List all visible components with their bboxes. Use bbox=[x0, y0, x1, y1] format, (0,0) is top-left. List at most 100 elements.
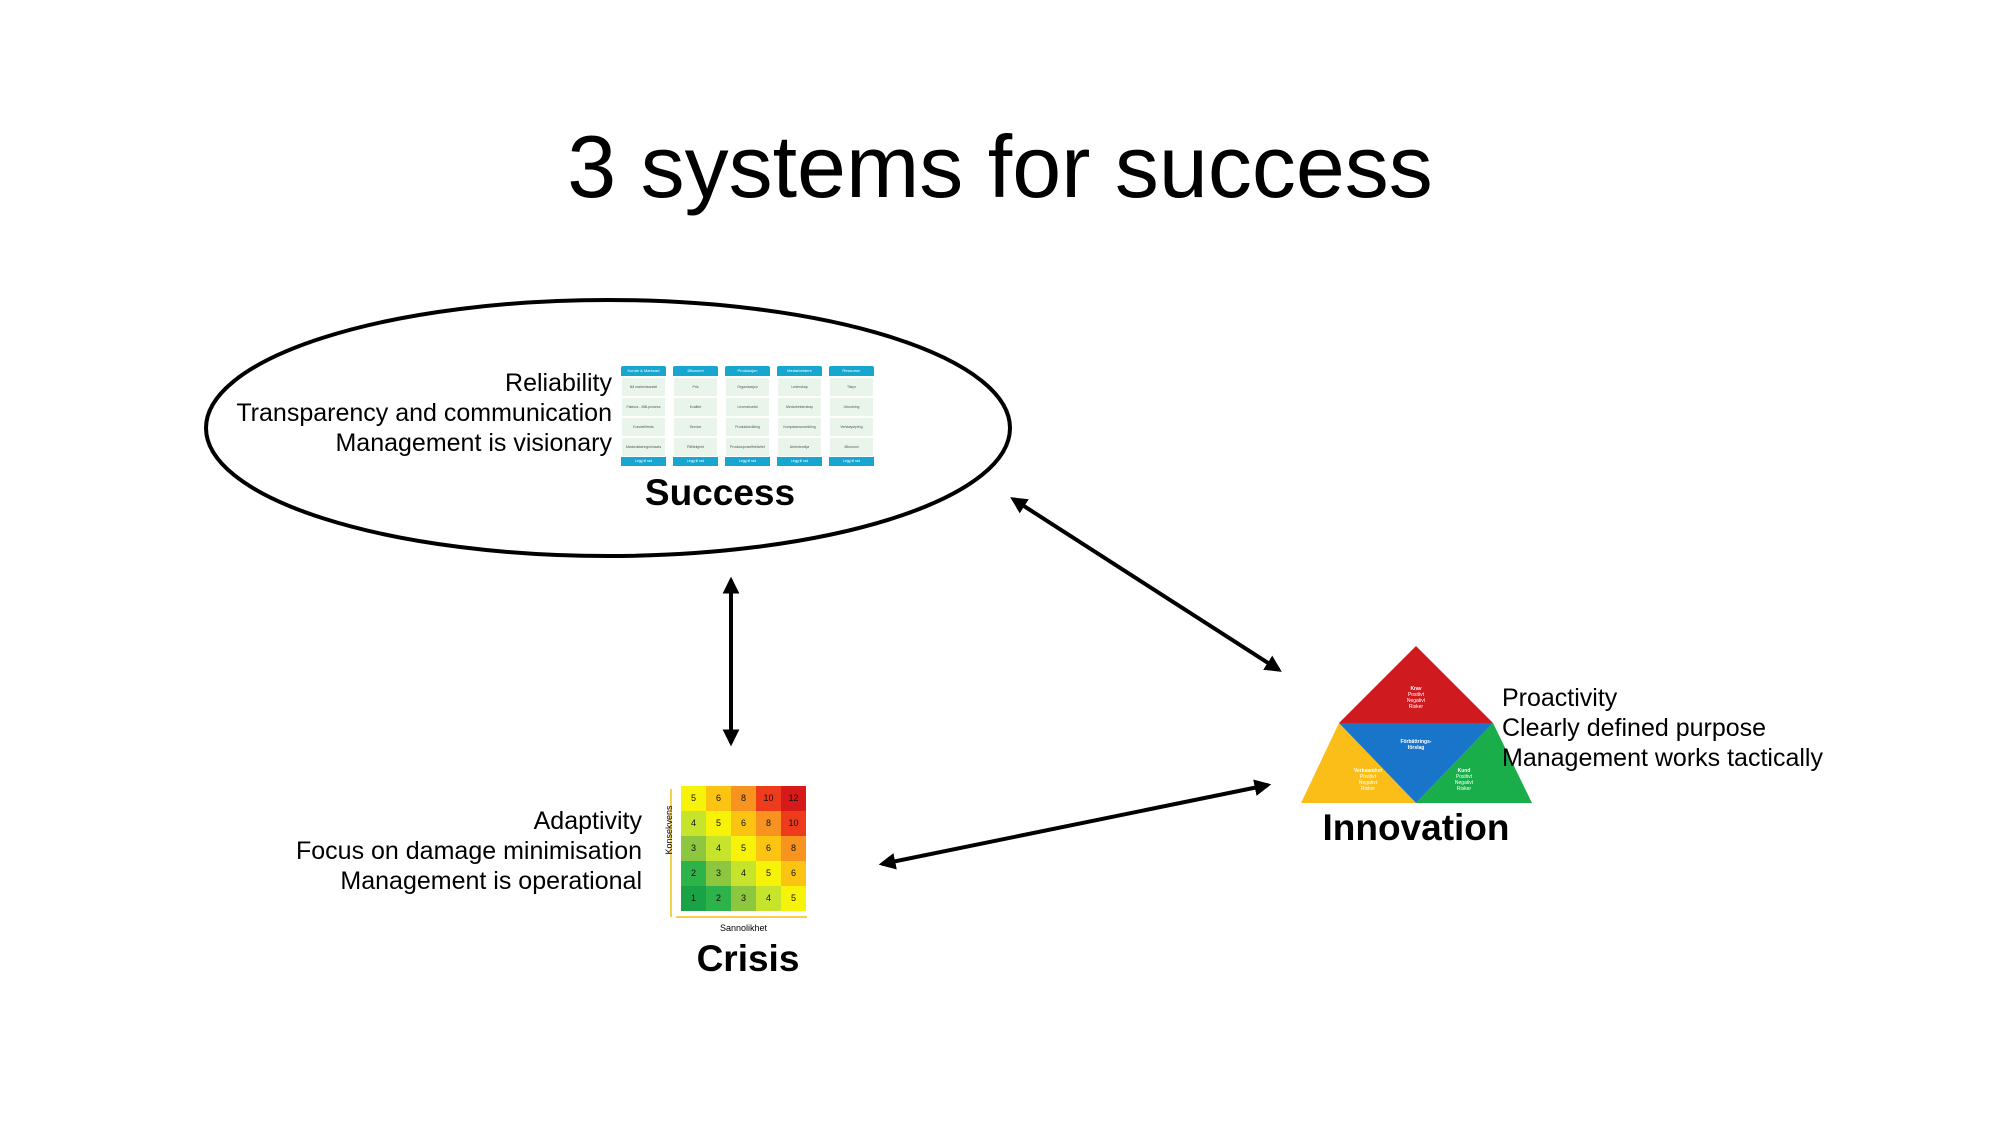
kanban-column-header: Produksjon bbox=[725, 366, 770, 376]
triangle-top-text: Krav Positivt Negativt Risker bbox=[1391, 686, 1441, 710]
risk-matrix-cell: 5 bbox=[756, 861, 781, 886]
kanban-card: Pris bbox=[674, 378, 717, 396]
kanban-column-header: Ressurser bbox=[829, 366, 874, 376]
triangle-top-segment bbox=[1339, 646, 1493, 723]
risk-matrix-cell: 5 bbox=[781, 886, 806, 911]
risk-matrix-cell: 4 bbox=[706, 836, 731, 861]
triangle-left-segment bbox=[1301, 723, 1416, 803]
triangle-right-text: Kund Positivt Negativt Risker bbox=[1442, 768, 1486, 792]
risk-matrix-x-label: Sannolikhet bbox=[719, 923, 768, 933]
kanban-card: Nå markedsandel bbox=[622, 378, 665, 396]
crisis-line-2: Focus on damage minimisation bbox=[296, 837, 642, 865]
triangle-center-text: Förbättrings-förslag bbox=[1400, 739, 1432, 751]
success-line-2: Transparency and communication bbox=[236, 399, 612, 427]
kanban-card: Service bbox=[674, 418, 717, 436]
crisis-line-3: Management is operational bbox=[340, 867, 642, 895]
kanban-card: Kundetilfreds bbox=[622, 418, 665, 436]
triangle-left-text: Verksamhet Positivt Negativt Risker bbox=[1346, 768, 1390, 792]
risk-matrix-cell: 2 bbox=[681, 861, 706, 886]
risk-matrix-cell: 6 bbox=[706, 786, 731, 811]
kanban-card: Organisasjon bbox=[726, 378, 769, 396]
success-label: Success bbox=[644, 472, 796, 513]
kanban-card: Verktøystyring bbox=[830, 418, 873, 436]
kanban-column-header: Økonomi bbox=[673, 366, 718, 376]
triangle-top-item: Risker bbox=[1408, 704, 1424, 710]
page-title: 3 systems for success bbox=[567, 117, 1433, 216]
innovation-attributes: Proactivity Clearly defined purpose Mana… bbox=[1502, 683, 1922, 773]
kanban-card: Medarbeiderskap bbox=[778, 398, 821, 416]
risk-matrix-cell: 6 bbox=[756, 836, 781, 861]
triangle-right-segment bbox=[1416, 723, 1532, 803]
crisis-label: Crisis bbox=[696, 938, 800, 979]
risk-matrix-cell: 3 bbox=[731, 886, 756, 911]
innovation-line-1: Proactivity bbox=[1502, 684, 1618, 712]
crisis-attributes: Adaptivity Focus on damage minimisation … bbox=[200, 806, 642, 896]
triangle-right-item: Positivt bbox=[1455, 774, 1473, 780]
kanban-card: Økonomi bbox=[830, 438, 873, 456]
success-line-1: Reliability bbox=[505, 369, 612, 397]
kanban-add-row-button: Legg til rad bbox=[673, 457, 718, 466]
risk-matrix-cell: 8 bbox=[731, 786, 756, 811]
risk-matrix-axes bbox=[670, 789, 807, 918]
risk-matrix-cell: 5 bbox=[706, 811, 731, 836]
kanban-column-header: Kunde & Marknad bbox=[621, 366, 666, 376]
success-line-3: Management is visionary bbox=[335, 429, 612, 457]
triangle-right-title: Kund bbox=[1457, 768, 1471, 774]
kanban-add-row-button: Legg til rad bbox=[829, 457, 874, 466]
triangle-right-item: Negativt bbox=[1454, 780, 1474, 786]
kanban-card: Produksjonseffektivitet bbox=[726, 438, 769, 456]
kanban-card: Kompetanseutvikling bbox=[778, 418, 821, 436]
arrow-crisis-innovation bbox=[878, 779, 1272, 870]
triangle-center-segment bbox=[1339, 723, 1493, 803]
success-attributes: Reliability Transparency and communicati… bbox=[170, 368, 612, 458]
risk-matrix-cell: 1 bbox=[681, 886, 706, 911]
kanban-add-row-button: Legg til rad bbox=[725, 457, 770, 466]
kanban-card: Tilsyn bbox=[830, 378, 873, 396]
triangle-top-title: Krav bbox=[1410, 686, 1422, 692]
risk-matrix-cell: 2 bbox=[706, 886, 731, 911]
risk-matrix-cell: 4 bbox=[681, 811, 706, 836]
kanban-card: Lederskap bbox=[778, 378, 821, 396]
kanban-card: Kvalitet bbox=[674, 398, 717, 416]
triangle-right-item: Risker bbox=[1456, 786, 1472, 792]
kanban-column-header: Medarbeidere bbox=[777, 366, 822, 376]
risk-matrix-cell: 4 bbox=[731, 861, 756, 886]
kanban-add-row-button: Legg til rad bbox=[621, 457, 666, 466]
kanban-card: Leveransetid bbox=[726, 398, 769, 416]
risk-matrix-cell: 6 bbox=[781, 861, 806, 886]
risk-matrix-y-label: Konsekvens bbox=[664, 805, 674, 855]
risk-matrix-cell: 3 bbox=[681, 836, 706, 861]
kanban-card: Utrustning bbox=[830, 398, 873, 416]
arrow-success-innovation bbox=[1010, 497, 1282, 672]
kanban-card: Markedsføringsinnsats bbox=[622, 438, 665, 456]
risk-matrix-cell: 8 bbox=[781, 836, 806, 861]
kanban-card: Faktura - Mål-prosess bbox=[622, 398, 665, 416]
success-ellipse bbox=[204, 298, 1012, 558]
innovation-label: Innovation bbox=[1322, 807, 1510, 848]
risk-matrix-cell: 5 bbox=[731, 836, 756, 861]
innovation-triangle bbox=[1301, 646, 1532, 803]
kanban-card: Arbeidsmiljø bbox=[778, 438, 821, 456]
triangle-left-item: Positivt bbox=[1359, 774, 1377, 780]
triangle-left-title: Verksamhet bbox=[1353, 768, 1383, 774]
risk-matrix-cell: 12 bbox=[781, 786, 806, 811]
innovation-line-2: Clearly defined purpose bbox=[1502, 714, 1767, 742]
crisis-line-1: Adaptivity bbox=[533, 807, 642, 835]
risk-matrix-cell: 3 bbox=[706, 861, 731, 886]
risk-matrix-cell: 6 bbox=[731, 811, 756, 836]
kanban-add-row-button: Legg til rad bbox=[777, 457, 822, 466]
triangle-top-item: Negativt bbox=[1406, 698, 1426, 704]
risk-matrix-cell: 5 bbox=[681, 786, 706, 811]
risk-matrix-cell: 4 bbox=[756, 886, 781, 911]
kanban-card: Produktutvikling bbox=[726, 418, 769, 436]
triangle-left-item: Risker bbox=[1360, 786, 1376, 792]
risk-matrix-cell: 8 bbox=[756, 811, 781, 836]
triangle-left-item: Negativt bbox=[1358, 780, 1378, 786]
